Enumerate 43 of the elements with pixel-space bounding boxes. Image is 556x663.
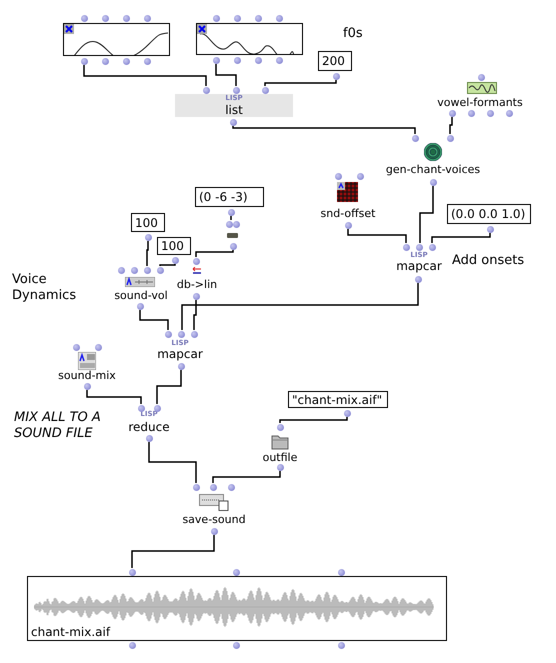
connection-line (264, 80, 337, 86)
connection-line (232, 126, 416, 134)
connection-line (419, 186, 434, 243)
connection-line (159, 264, 176, 266)
function-name: mapcar (157, 348, 203, 361)
value-box: 200 (318, 51, 352, 71)
connection-line (131, 535, 215, 568)
value-box: 100 (131, 213, 165, 232)
function-name: list (225, 104, 243, 117)
connection-line (181, 283, 419, 330)
object-name: gen-chant-voices (386, 163, 480, 176)
function-name: reduce (128, 421, 170, 434)
connection-line (212, 471, 281, 483)
connection-line (83, 65, 207, 86)
connection-line (156, 370, 182, 404)
object-name: db->lin (176, 278, 218, 291)
connection-line (431, 233, 491, 243)
connection-line (86, 390, 142, 404)
function-name: mapcar (396, 260, 442, 273)
object-name: sound-mix (58, 369, 116, 382)
object-name: outfile (262, 451, 298, 464)
connection-line (139, 310, 169, 330)
connection-line (230, 216, 232, 220)
value-box: "chant-mix.aif" (288, 391, 388, 408)
value-box: (0.0 0.0 1.0) (447, 204, 531, 224)
connection-line (347, 229, 407, 243)
connection-line (193, 300, 197, 330)
comment-text: f0s (343, 26, 364, 42)
connection-line (148, 442, 197, 483)
connection-line (449, 117, 453, 134)
connection-line (146, 241, 149, 266)
connection-line (279, 417, 348, 423)
comment-text: Add onsets (452, 253, 526, 269)
object-name: save-sound (182, 513, 246, 526)
object-name: vowel-formants (437, 96, 523, 109)
value-box: (0 -6 -3) (195, 187, 264, 207)
object-name: snd-offset (320, 207, 376, 220)
connection-line (195, 250, 234, 257)
connection-line (215, 64, 237, 86)
comment-text: Voice Dynamics (12, 272, 78, 304)
file-name: chant-mix.aif (31, 625, 110, 639)
object-name: sound-vol (114, 289, 168, 302)
value-box: 100 (157, 237, 191, 255)
